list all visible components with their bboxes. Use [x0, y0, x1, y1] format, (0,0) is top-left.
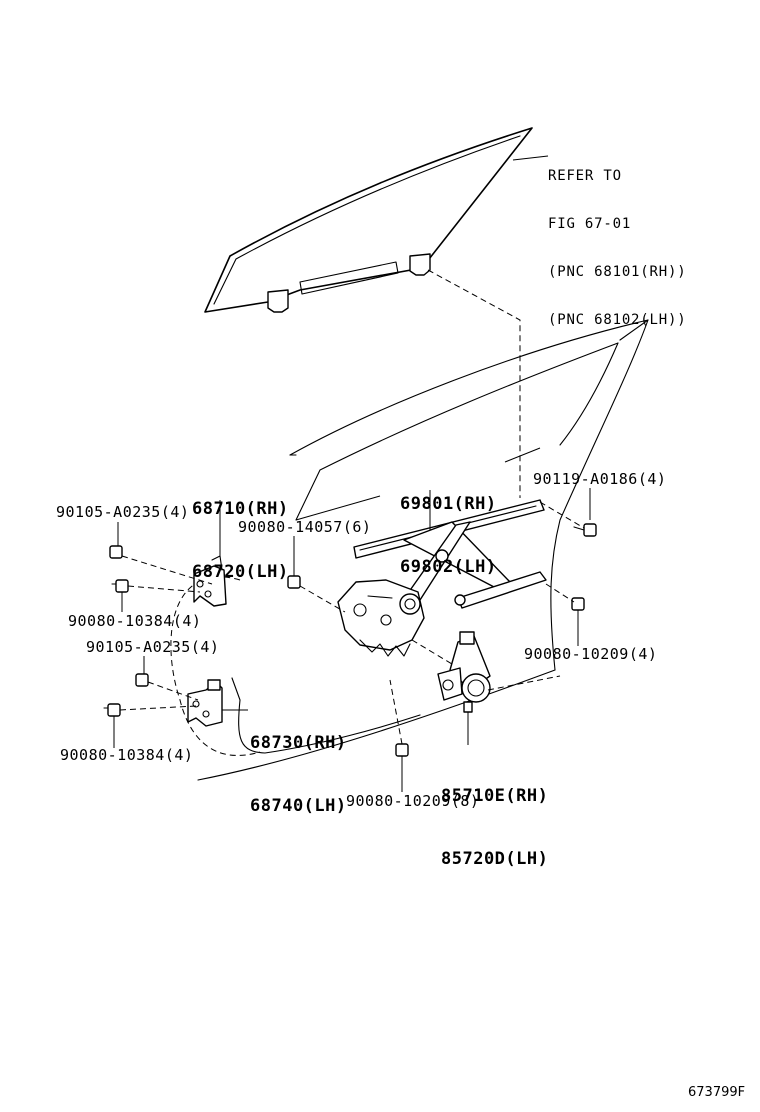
- bolt-90080-10209-right-label: 90080-10209(4): [524, 645, 658, 663]
- lower-hinge-bracket: [187, 679, 223, 727]
- regulator-rh: 69801(RH): [400, 494, 497, 514]
- bolt-90080-10209-right: [571, 597, 585, 611]
- bolt-90080-10209-bottom: [395, 743, 409, 757]
- regulator-gear-plate: [337, 579, 425, 657]
- assembly-dashed-lines: [119, 269, 585, 745]
- upper-hinge-lh: 68720(LH): [192, 562, 289, 582]
- lower-hinge-label: 68730(RH) 68740(LH): [250, 691, 347, 838]
- window-regulator: [353, 499, 547, 609]
- bolt-90080-14057: [287, 575, 301, 589]
- bolt-90105-lower-label: 90105-A0235(4): [86, 638, 220, 656]
- figure-code: 673799F: [688, 1085, 746, 1100]
- bolt-90080-10384-lower-label: 90080-10384(4): [60, 746, 194, 764]
- regulator-label: 69801(RH) 69802(LH): [400, 452, 497, 599]
- refer-to-label: REFER TO FIG 67-01 (PNC 68101(RH)) (PNC …: [548, 136, 686, 344]
- refer-to-line-4: (PNC 68102(LH)): [548, 312, 687, 328]
- bolt-90105-upper-label: 90105-A0235(4): [56, 503, 190, 521]
- label-leaders: [113, 447, 591, 792]
- motor-rh: 85710E(RH): [441, 786, 549, 806]
- motor-label: 85710E(RH) 85720D(LH): [441, 744, 548, 891]
- bolt-90119-label: 90119-A0186(4): [533, 470, 667, 488]
- upper-hinge-label: 68710(RH) 68720(LH): [192, 457, 289, 604]
- bolt-90080-10384-upper-label: 90080-10384(4): [68, 612, 202, 630]
- refer-to-line-3: (PNC 68101(RH)): [548, 264, 687, 280]
- bolt-90080-10384-upper: [111, 579, 129, 593]
- refer-to-line-2: FIG 67-01: [548, 216, 632, 232]
- bolt-90119: [573, 523, 597, 537]
- bolt-90105-upper: [109, 545, 123, 559]
- door-glass: [204, 127, 533, 313]
- bolt-90105-lower: [135, 673, 149, 687]
- upper-hinge-rh: 68710(RH): [192, 499, 289, 519]
- lower-hinge-lh: 68740(LH): [250, 796, 347, 816]
- door-panel-outline: [170, 319, 649, 781]
- lower-hinge-rh: 68730(RH): [250, 733, 347, 753]
- bolt-90080-14057-label: 90080-14057(6): [238, 518, 372, 536]
- bolt-90080-10209-bottom-label: 90080-10209(8): [346, 792, 480, 810]
- bolt-90080-10384-lower: [103, 703, 121, 717]
- regulator-lh: 69802(LH): [400, 557, 497, 577]
- refer-to-line-1: REFER TO: [548, 168, 622, 184]
- glass-leader-line: [512, 155, 549, 161]
- upper-hinge-bracket: [193, 555, 227, 607]
- window-motor: [437, 631, 491, 713]
- motor-lh: 85720D(LH): [441, 849, 549, 869]
